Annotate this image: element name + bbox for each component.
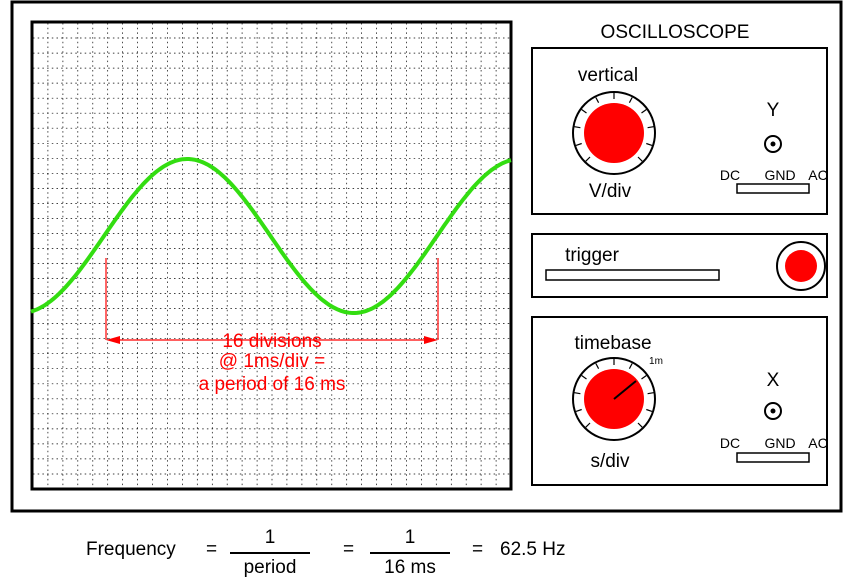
knob-tick bbox=[641, 109, 647, 114]
timebase-setting-label: 1m bbox=[649, 356, 663, 367]
formula-equals-2: = bbox=[343, 539, 355, 560]
period-arrow-right bbox=[424, 336, 438, 344]
y-coupling-switch[interactable] bbox=[736, 183, 810, 194]
fraction-1-numerator: 1 bbox=[264, 527, 276, 548]
vertical-knob-cap bbox=[584, 103, 644, 163]
annotation-line-1: 16 divisions bbox=[222, 331, 321, 352]
knob-tick bbox=[581, 375, 587, 380]
annotation-line-2: @ 1ms/div = bbox=[219, 351, 325, 372]
formula-result: 62.5 Hz bbox=[500, 539, 566, 560]
knob-tick bbox=[647, 126, 654, 129]
x-jack-pin bbox=[770, 408, 776, 414]
knob-tick bbox=[646, 408, 653, 412]
vertical-knob-ticks bbox=[574, 93, 654, 162]
knob-tick bbox=[575, 142, 582, 146]
knob-tick bbox=[646, 142, 653, 146]
vertical-units-label: V/div bbox=[589, 181, 632, 202]
knob-tick bbox=[585, 422, 591, 428]
timebase-knob-pointer bbox=[613, 380, 637, 400]
knob-tick bbox=[628, 363, 633, 369]
trigger-knob-cap bbox=[785, 250, 817, 282]
x-coupling-dc: DC bbox=[720, 435, 740, 451]
knob-tick bbox=[647, 392, 654, 395]
y-input-jack[interactable] bbox=[764, 135, 782, 153]
fraction-1-bar bbox=[230, 552, 310, 554]
y-coupling-dc: DC bbox=[720, 167, 740, 183]
knob-tick bbox=[595, 363, 600, 369]
knob-tick bbox=[574, 126, 581, 129]
x-coupling-gnd: GND bbox=[764, 435, 795, 451]
period-annotation: 16 divisions @ 1ms/div = a period of 16 … bbox=[105, 258, 439, 395]
knob-tick bbox=[585, 156, 591, 162]
timebase-knob[interactable] bbox=[572, 357, 656, 441]
formula-label: Frequency bbox=[86, 539, 176, 560]
fraction-2-denominator: 16 ms bbox=[384, 557, 436, 578]
vertical-title: vertical bbox=[578, 65, 638, 86]
display-screen bbox=[30, 20, 513, 491]
panel-title: OSCILLOSCOPE bbox=[601, 22, 750, 43]
fraction-2-numerator: 1 bbox=[404, 527, 416, 548]
x-channel-label: X bbox=[767, 370, 780, 391]
knob-tick bbox=[641, 375, 647, 380]
knob-tick bbox=[637, 422, 643, 428]
trigger-knob[interactable] bbox=[776, 241, 826, 291]
timebase-title: timebase bbox=[574, 333, 651, 354]
timebase-knob-ticks bbox=[574, 359, 654, 428]
fraction-1-denominator: period bbox=[243, 557, 297, 578]
knob-tick bbox=[637, 156, 643, 162]
x-coupling-ac: AC bbox=[808, 435, 827, 451]
oscilloscope-diagram: 16 divisions @ 1ms/div = a period of 16 … bbox=[10, 0, 843, 513]
y-channel-label: Y bbox=[767, 100, 780, 121]
trigger-level-slider[interactable] bbox=[545, 269, 720, 281]
knob-tick bbox=[595, 97, 600, 103]
knob-tick bbox=[574, 392, 581, 395]
formula-equals-3: = bbox=[472, 539, 484, 560]
annotation-line-3: a period of 16 ms bbox=[199, 374, 346, 395]
x-coupling-switch[interactable] bbox=[736, 452, 810, 463]
x-input-jack[interactable] bbox=[764, 402, 782, 420]
vertical-knob[interactable] bbox=[572, 91, 656, 175]
y-coupling-ac: AC bbox=[808, 167, 827, 183]
knob-tick bbox=[575, 408, 582, 412]
fraction-2-bar bbox=[370, 552, 450, 554]
sine-waveform bbox=[30, 157, 512, 315]
y-coupling-gnd: GND bbox=[764, 167, 795, 183]
y-jack-pin bbox=[770, 141, 776, 147]
knob-tick bbox=[628, 97, 633, 103]
knob-tick bbox=[581, 109, 587, 114]
frequency-formula: Frequency = 1 period = 1 16 ms = 62.5 Hz bbox=[0, 522, 853, 584]
period-arrow-left bbox=[106, 336, 120, 344]
formula-equals-1: = bbox=[206, 539, 218, 560]
timebase-units-label: s/div bbox=[590, 451, 630, 472]
trigger-title: trigger bbox=[565, 245, 620, 266]
